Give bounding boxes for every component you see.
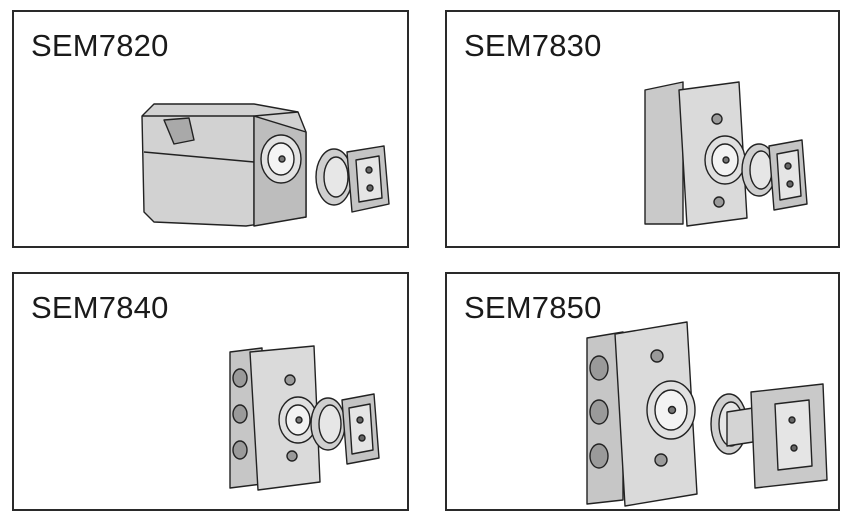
product-panel-sem7850: SEM7850	[445, 272, 840, 511]
product-panel-sem7830: SEM7830	[445, 10, 840, 248]
model-label: SEM7840	[31, 290, 169, 325]
recessed-mount-door-holder-icon	[586, 321, 828, 507]
product-panel-sem7820: SEM7820	[12, 10, 409, 248]
flush-mount-door-holder-icon	[229, 345, 380, 491]
surface-mount-door-holder-icon	[141, 103, 390, 227]
model-label: SEM7820	[31, 28, 169, 63]
model-label: SEM7830	[464, 28, 602, 63]
wall-mount-door-holder-icon	[644, 81, 808, 227]
product-panel-sem7840: SEM7840	[12, 272, 409, 511]
model-label: SEM7850	[464, 290, 602, 325]
